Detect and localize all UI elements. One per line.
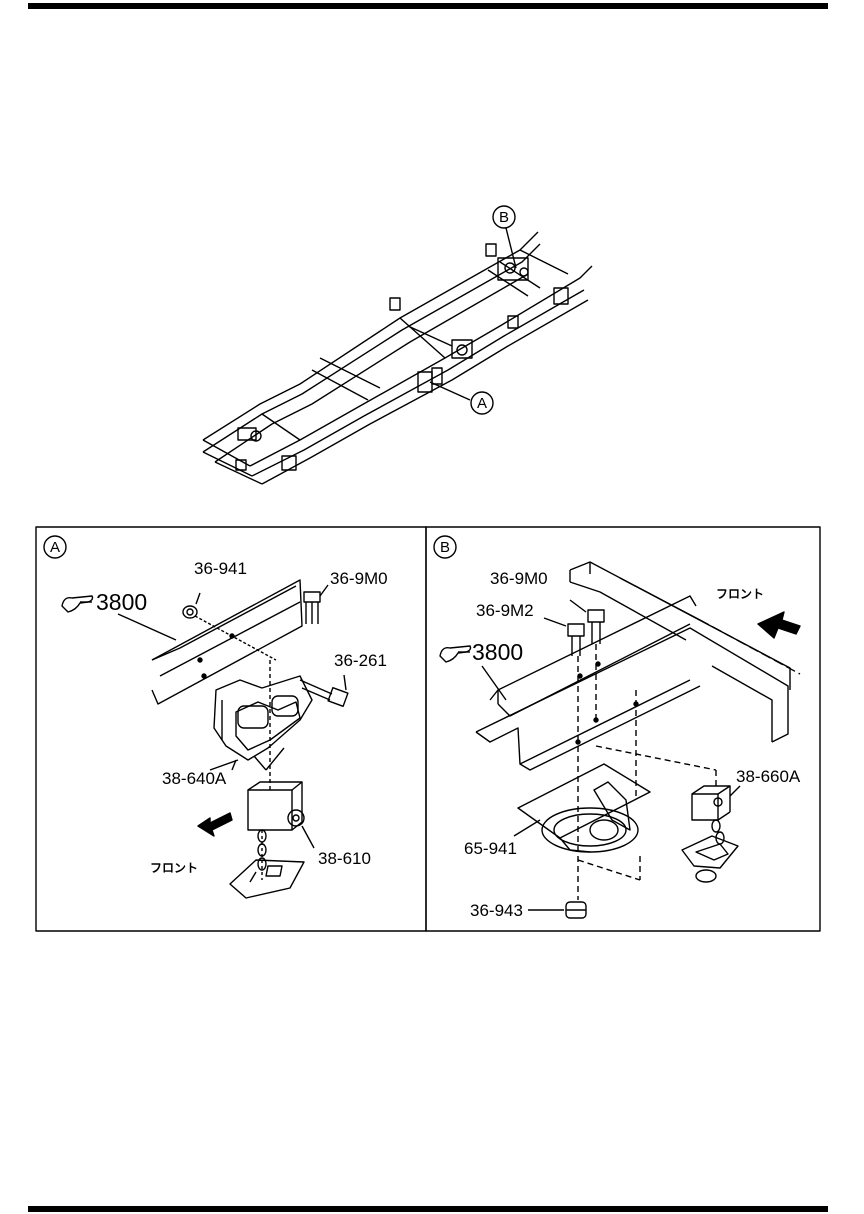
part-label-38-660a: 38-660A [736, 767, 801, 786]
part-label-36-9m0-b: 36-9M0 [490, 569, 548, 588]
top-rule [28, 3, 828, 9]
panel-a-drawing [43, 535, 349, 899]
panel-b-marker: B [440, 539, 450, 556]
part-label-38-640a: 38-640A [162, 769, 227, 788]
part-label-36-9m2: 36-9M2 [476, 601, 534, 620]
panel-b-drawing [433, 535, 801, 919]
panel-b-frame [425, 526, 821, 932]
callout-label-a: A [477, 395, 487, 412]
bottom-rule [28, 1206, 828, 1212]
panel-a-marker: A [50, 539, 60, 556]
chassis-frame-drawing [202, 227, 593, 485]
part-label-36-943: 36-943 [470, 901, 523, 920]
panel-a-front-label: フロント [150, 861, 198, 875]
part-label-38-610: 38-610 [318, 849, 371, 868]
part-label-36-261: 36-261 [334, 651, 387, 670]
callout-label-b: B [499, 209, 509, 226]
panel-a-marker-circle [43, 535, 67, 559]
panel-b-marker-circle [433, 535, 457, 559]
panel-a-ref-number: 3800 [96, 589, 147, 615]
part-label-36-941: 36-941 [194, 559, 247, 578]
part-label-36-9m0-a: 36-9M0 [330, 569, 388, 588]
part-label-65-941: 65-941 [464, 839, 517, 858]
panel-b-front-label: フロント [716, 587, 764, 601]
callout-circle-b [492, 205, 516, 229]
callout-circle-a [470, 391, 494, 415]
panel-b-ref-number: 3800 [472, 639, 523, 665]
